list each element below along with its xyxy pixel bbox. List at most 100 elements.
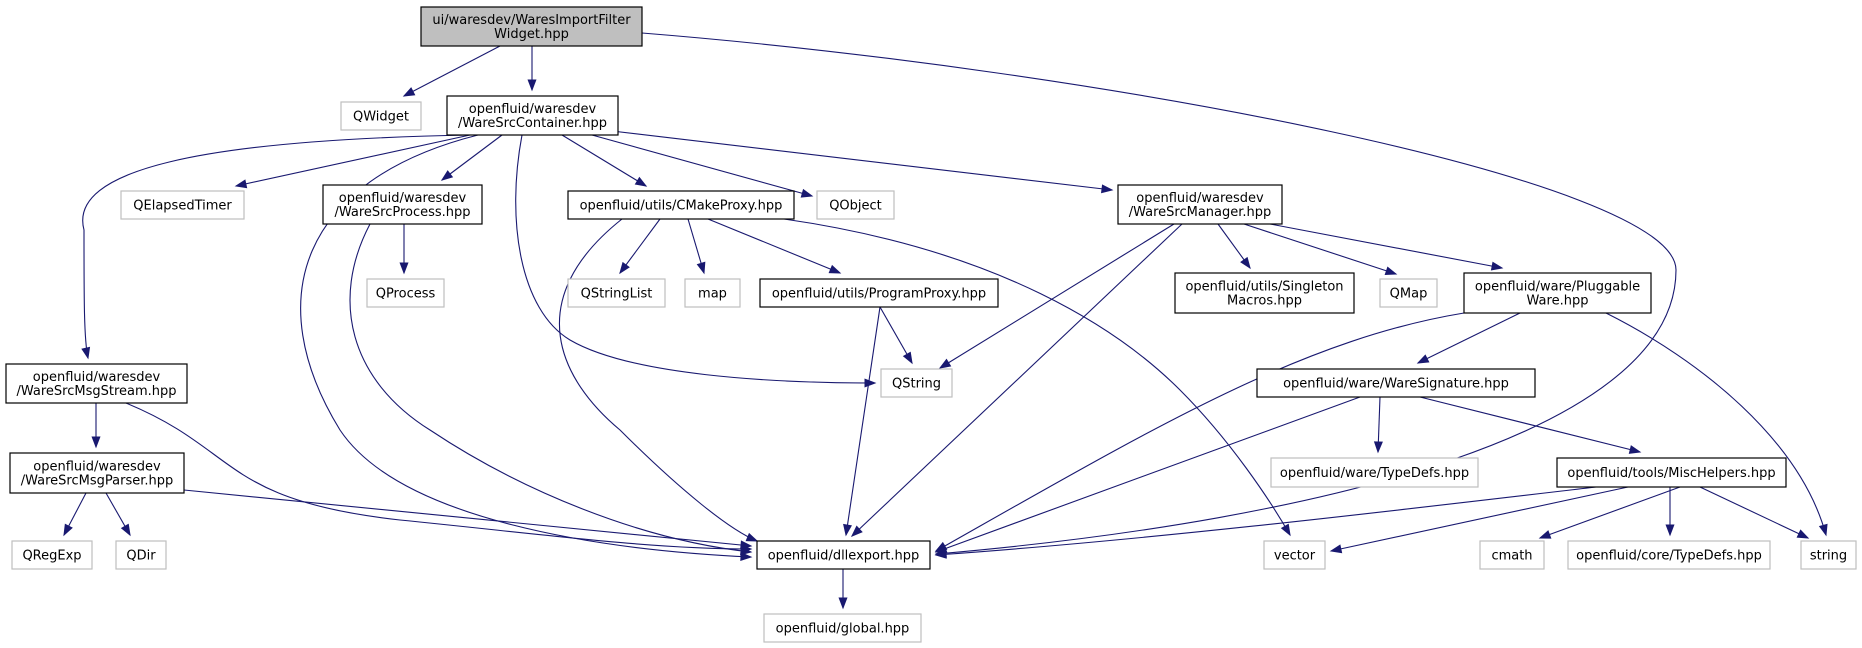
node-parser[interactable]: openfluid/waresdev/WareSrcMsgParser.hpp xyxy=(9,452,185,494)
node-process[interactable]: openfluid/waresdev/WareSrcProcess.hpp xyxy=(322,184,483,225)
node-stream[interactable]: openfluid/waresdev/WareSrcMsgStream.hpp xyxy=(5,363,188,404)
arrowhead xyxy=(1240,256,1251,270)
node-label-line: QDir xyxy=(126,549,156,564)
node-label-line: openfluid/waresdev xyxy=(469,102,597,117)
node-dllexport[interactable]: openfluid/dllexport.hpp xyxy=(756,540,931,570)
node-box xyxy=(366,278,445,308)
arrowhead xyxy=(527,79,537,92)
node-container[interactable]: openfluid/waresdev/WareSrcContainer.hpp xyxy=(446,95,619,136)
edge-cmake-to-vector xyxy=(783,218,1291,537)
node-box xyxy=(115,540,167,570)
node-box xyxy=(11,540,93,570)
arrowhead xyxy=(402,87,416,97)
node-box xyxy=(1174,272,1355,314)
node-qmap: QMap xyxy=(1379,278,1438,308)
edge-misc-to-vector xyxy=(1329,486,1629,554)
node-box xyxy=(1463,272,1652,314)
arrowhead xyxy=(1329,544,1343,554)
edge-container-to-stream xyxy=(81,134,471,360)
arrowhead xyxy=(634,176,648,187)
arrowhead xyxy=(81,346,91,360)
arrowhead xyxy=(1818,523,1828,537)
node-box xyxy=(816,190,895,220)
arrowhead xyxy=(934,549,947,559)
node-qwidget: QWidget xyxy=(340,101,422,131)
node-label-line: openfluid/dllexport.hpp xyxy=(768,549,920,564)
edge-manager-to-dllexport xyxy=(850,223,1183,537)
node-label-line: QProcess xyxy=(376,287,436,302)
node-box xyxy=(567,278,666,308)
node-qstring: QString xyxy=(880,368,953,398)
edge-program-to-qstring xyxy=(879,306,913,365)
node-label-line: /WareSrcMsgStream.hpp xyxy=(16,384,176,399)
node-box xyxy=(1270,457,1479,488)
node-label-line: openfluid/waresdev xyxy=(339,191,467,206)
node-manager[interactable]: openfluid/waresdev/WareSrcManager.hpp xyxy=(1117,184,1283,225)
node-label-line: openfluid/utils/Singleton xyxy=(1185,280,1343,295)
arrowhead xyxy=(1628,445,1642,454)
node-label-line: openfluid/ware/Pluggable xyxy=(1475,280,1640,295)
node-box xyxy=(756,540,931,570)
edge-parser-to-qdir xyxy=(105,492,131,537)
arrowhead xyxy=(399,262,409,275)
node-label-line: Widget.hpp xyxy=(494,27,569,42)
arrowhead xyxy=(1101,184,1114,194)
edge-process-to-qprocess xyxy=(399,224,409,275)
arrowhead xyxy=(696,261,706,275)
edge-widget-to-qwidget xyxy=(402,45,501,97)
node-label-line: openfluid/waresdev xyxy=(33,460,161,475)
arrowhead xyxy=(1538,530,1552,539)
edge-container-to-qobject xyxy=(591,134,814,198)
edge-manager-to-singleton xyxy=(1217,223,1251,270)
node-signature[interactable]: openfluid/ware/WareSignature.hpp xyxy=(1256,368,1536,398)
node-program[interactable]: openfluid/utils/ProgramProxy.hpp xyxy=(759,278,999,308)
node-qprocess: QProcess xyxy=(366,278,445,308)
edge-stream-to-parser xyxy=(91,403,101,449)
arrowhead xyxy=(1373,441,1383,454)
node-label-line: QObject xyxy=(829,199,882,214)
arrowhead xyxy=(745,532,759,542)
arrowhead xyxy=(63,523,73,537)
arrowhead xyxy=(800,188,814,198)
node-label-line: openfluid/utils/CMakeProxy.hpp xyxy=(580,199,783,214)
node-cmake[interactable]: openfluid/utils/CMakeProxy.hpp xyxy=(567,190,795,220)
node-box xyxy=(1479,540,1545,570)
node-label-line: /WareSrcMsgParser.hpp xyxy=(21,474,174,489)
node-box xyxy=(1117,184,1283,225)
node-misc[interactable]: openfluid/tools/MiscHelpers.hpp xyxy=(1556,457,1787,488)
arrowhead xyxy=(619,261,630,275)
edge-manager-to-pluggable xyxy=(1269,223,1504,271)
edge-pluggable-to-signature xyxy=(1416,312,1521,364)
node-box xyxy=(420,6,643,47)
edge-cmake-to-map xyxy=(687,218,706,275)
edge-widget-to-container xyxy=(527,46,537,92)
node-qdir: QDir xyxy=(115,540,167,570)
node-label-line: QRegExp xyxy=(22,549,81,564)
node-box xyxy=(759,278,999,308)
node-label-line: openfluid/global.hpp xyxy=(776,622,910,637)
edge-pluggable-to-string xyxy=(1605,312,1828,537)
edge-container-to-process xyxy=(440,134,503,181)
node-qstringlist: QStringList xyxy=(567,278,666,308)
node-label-line: /WareSrcManager.hpp xyxy=(1129,205,1272,220)
node-label-line: openfluid/tools/MiscHelpers.hpp xyxy=(1567,466,1775,481)
arrowhead xyxy=(1280,523,1291,537)
node-box xyxy=(684,278,741,308)
arrowhead xyxy=(938,358,952,369)
edge-parser-to-dllexport xyxy=(183,489,753,550)
edge-cmake-to-qstringlist xyxy=(619,218,661,275)
node-box xyxy=(340,101,422,131)
edge-misc-to-string xyxy=(1699,486,1810,539)
arrowhead xyxy=(838,597,848,610)
edge-dllexport-to-global xyxy=(838,569,848,610)
arrowhead xyxy=(850,525,863,537)
node-label-line: QStringList xyxy=(581,287,653,302)
node-box xyxy=(5,363,188,404)
arrowhead xyxy=(1665,524,1675,537)
arrowhead xyxy=(1796,529,1810,539)
node-cmath: cmath xyxy=(1479,540,1545,570)
